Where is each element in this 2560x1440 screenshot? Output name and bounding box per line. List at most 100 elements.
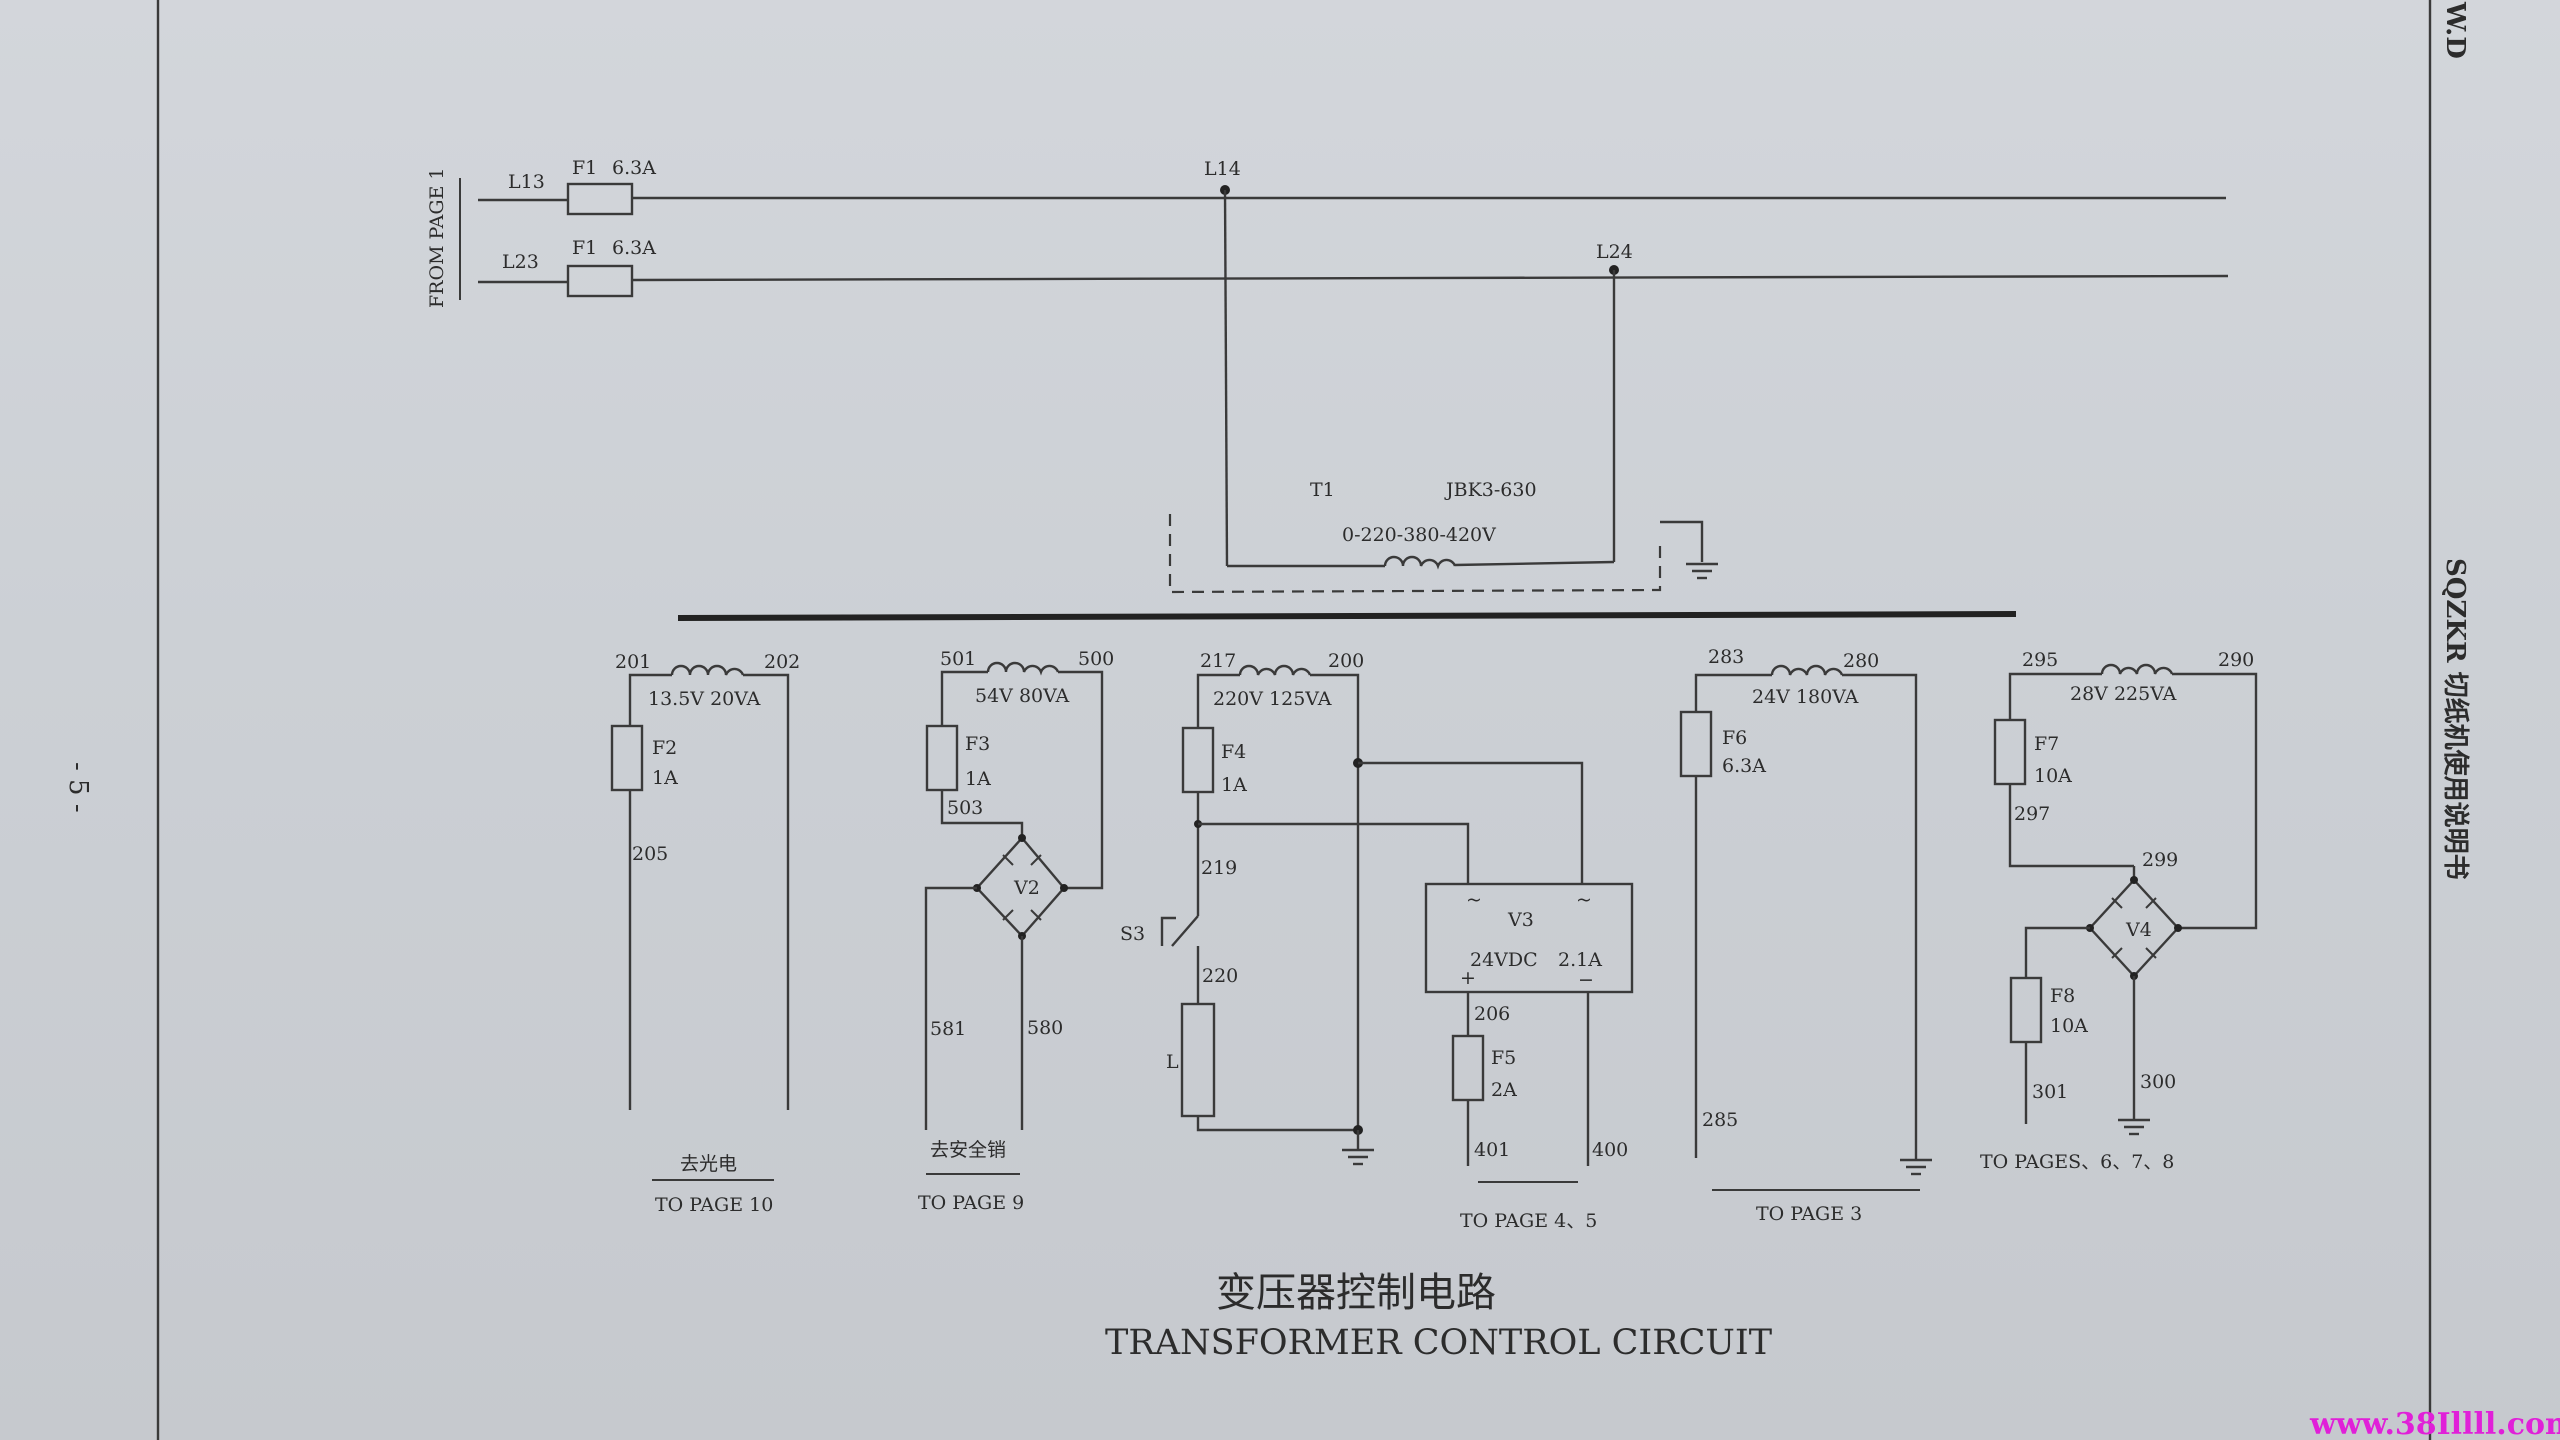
c5-wire-a: 283: [1708, 646, 1744, 668]
c6-wire-b: 290: [2218, 649, 2254, 671]
line2-fuse-rating: 6.3A: [612, 237, 656, 259]
c3-load-label: L: [1166, 1051, 1179, 1073]
c6-wire-gnd-label: 300: [2140, 1071, 2176, 1093]
c4-module-box: [1424, 882, 1634, 994]
c3-switch-ref: S3: [1120, 923, 1145, 945]
t1-model: JBK3-630: [1444, 479, 1537, 501]
c6-wire-bridge: 299: [2142, 849, 2178, 871]
c5-secondary-coil: [1770, 664, 1844, 676]
t1-primary-coil: [1383, 555, 1457, 570]
c4-minus: −: [1578, 969, 1594, 991]
side-title: SQZKR 切纸机使用说明书: [2440, 558, 2471, 880]
c5-dest: TO PAGE 3: [1756, 1203, 1862, 1225]
c1-secondary-coil: [670, 664, 745, 676]
c6-secondary-left: [2008, 672, 2102, 720]
watermark: www.38Illll.com: [2309, 1407, 2560, 1440]
c1-winding: 13.5V 20VA: [648, 688, 761, 710]
c2-bridge-diodes: [1002, 854, 1042, 921]
c3-load-symbol: [1180, 1002, 1216, 1118]
t1-shield-dashed: [1168, 514, 1662, 594]
c6-wire-to-bridge: [2008, 784, 2134, 868]
c3-wire-sw-label: 220: [1202, 965, 1238, 987]
t1-earth-lead: [1660, 520, 1704, 562]
t1-ref: T1: [1310, 479, 1335, 501]
c6-fuse-symbol: [1993, 718, 2027, 786]
line1-tap-label: L14: [1204, 158, 1241, 180]
c6-wire-a: 295: [2022, 649, 2058, 671]
c4-ac-wire-2: [1198, 822, 1470, 884]
c2-wire-out1-label: 581: [930, 1018, 966, 1040]
t1-primary-wire-right: [1454, 560, 1615, 567]
c5-secondary-left: [1694, 673, 1772, 712]
c1-note-cn: 去光电: [680, 1153, 737, 1175]
c5-winding: 24V 180VA: [1752, 686, 1859, 708]
c3-fuse-symbol: [1181, 726, 1215, 794]
c5-wire-b: 280: [1843, 650, 1879, 672]
c2-fuse-symbol: [925, 724, 959, 792]
c2-dest: TO PAGE 9: [918, 1192, 1024, 1214]
c2-bridge-node-right: [1060, 884, 1068, 892]
c3-secondary-right: [1310, 673, 1360, 1132]
c2-wire-a: 501: [940, 648, 976, 670]
c5-fuse: F6: [1722, 727, 1747, 749]
c3-winding: 220V 125VA: [1213, 688, 1332, 710]
c1-secondary-left: [628, 673, 672, 680]
c6-fuse2-symbol: [2009, 976, 2043, 1044]
c3-wire-b: 200: [1328, 650, 1364, 672]
page-number: - 5 -: [63, 762, 93, 813]
c5-wire-out-label: 285: [1702, 1109, 1738, 1131]
c4-ac1: ~: [1466, 889, 1482, 911]
c6-dest: TO PAGES、6、7、8: [1980, 1151, 2174, 1173]
c2-fuse: F3: [965, 733, 990, 755]
c4-fuse: F5: [1491, 1047, 1516, 1069]
c6-wire-mid: 297: [2014, 803, 2050, 825]
c2-secondary-right: [1058, 670, 1104, 890]
c5-fuse-rating: 6.3A: [1722, 755, 1766, 777]
line2-fuse-symbol: [566, 264, 634, 298]
c2-winding: 54V 80VA: [975, 685, 1070, 707]
c6-fuse2: F8: [2050, 985, 2075, 1007]
c3-return-wire: [1196, 1116, 1358, 1132]
c3-wire-a: 217: [1200, 650, 1236, 672]
c6-winding: 28V 225VA: [2070, 683, 2177, 705]
c4-plus: +: [1460, 967, 1476, 989]
c5-secondary-right: [1842, 673, 1918, 1160]
c4-fuse-symbol: [1451, 1034, 1485, 1102]
c1-secondary-right: [743, 673, 790, 1110]
transformer-core-bar: [677, 611, 2017, 621]
c1-wire-a: 201: [615, 651, 651, 673]
t1-primary-lead-1: [1223, 189, 1229, 567]
c1-wire-b: 202: [764, 651, 800, 673]
c3-switch-symbol: [1160, 915, 1199, 947]
c2-bridge-ref: V2: [1013, 877, 1040, 899]
title-en: TRANSFORMER CONTROL CIRCUIT: [1105, 1323, 1772, 1363]
c1-fuse: F2: [652, 737, 677, 759]
line2-label: L23: [502, 251, 539, 273]
c4-ac-wire-1: [1358, 761, 1584, 884]
line1-fuse-symbol: [566, 182, 634, 216]
c6-fuse2-rating: 10A: [2050, 1015, 2088, 1037]
t1-primary-voltage: 0-220-380-420V: [1342, 524, 1496, 546]
c3-fuse: F4: [1221, 741, 1246, 763]
c5-fuse-symbol: [1679, 710, 1713, 778]
c2-wire-to-bridge: [940, 790, 1024, 838]
title-cn: 变压器控制电路: [1216, 1270, 1496, 1316]
corner-code: W.D: [2440, 1, 2470, 59]
c4-wire-pos-label: 206: [1474, 1003, 1510, 1025]
c2-fuse-rating: 1A: [965, 768, 991, 790]
c6-bridge-diodes: [2111, 897, 2157, 959]
c6-secondary-right: [2172, 672, 2258, 930]
c3-fuse-rating: 1A: [1221, 774, 1247, 796]
c2-note-cn: 去安全销: [930, 1139, 1006, 1161]
c1-dest: TO PAGE 10: [655, 1194, 773, 1216]
c2-wire-out2-label: 580: [1027, 1017, 1063, 1039]
c4-wire-out2-label: 400: [1592, 1139, 1628, 1161]
c2-bridge-node-top: [1018, 834, 1026, 842]
c4-ac2: ~: [1576, 889, 1592, 911]
c1-fuse-symbol: [610, 724, 644, 792]
c4-fuse-rating: 2A: [1491, 1079, 1517, 1101]
line1-fuse-label: F1: [572, 157, 597, 179]
line1-fuse-rating: 6.3A: [612, 157, 656, 179]
c3-secondary-coil: [1238, 664, 1312, 676]
